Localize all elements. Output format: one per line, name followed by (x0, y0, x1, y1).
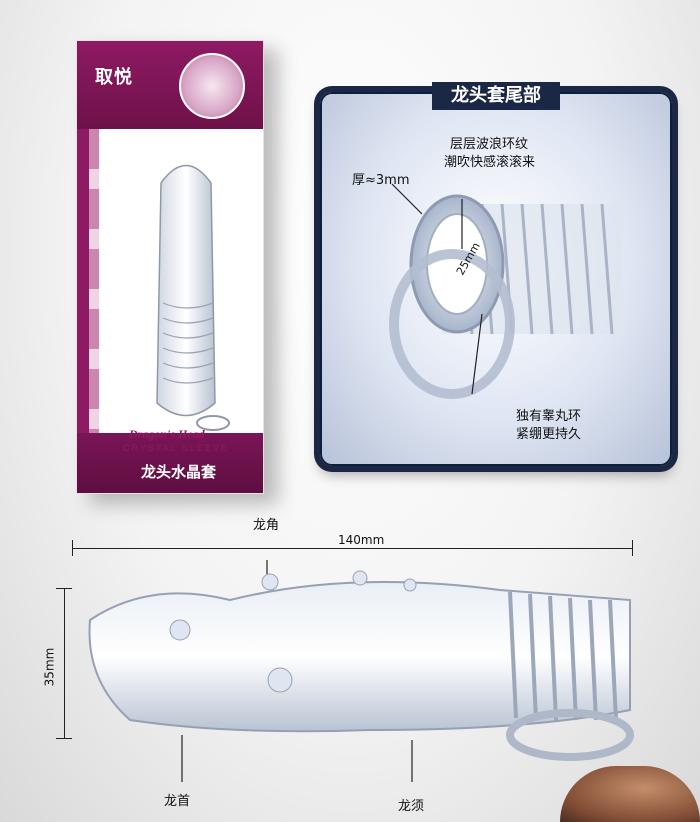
brand-logo: 取悦 (95, 67, 133, 87)
wave-note-line1: 层层波浪环纹 (450, 137, 529, 152)
length-tick-left (72, 540, 73, 556)
inset-title: 龙头套尾部 (432, 82, 560, 110)
width-dimension-line (64, 588, 65, 738)
sleeve-end-image (389, 183, 622, 399)
width-tick-top (56, 588, 72, 589)
width-tick-bottom (56, 738, 72, 739)
whisker-label: 龙须 (398, 799, 425, 814)
ring-note-line2: 紧绷更持久 (516, 427, 582, 442)
head-label: 龙首 (164, 794, 191, 809)
ring-note-line1: 独有睾丸环 (516, 409, 582, 424)
sleeve-side-image (88, 560, 634, 782)
box-side-strip (77, 129, 89, 489)
length-label: 140mm (338, 533, 385, 547)
package-english-subtitle: CRYSTAL SLEEVE (123, 443, 229, 453)
box-side-pattern (89, 129, 99, 489)
product-box: 取悦 Dragon's Head CRYSTAL SLEEVE 龙头水晶套 (76, 40, 264, 494)
width-label: 35mm (42, 647, 57, 687)
horn-label: 龙角 (253, 518, 280, 533)
thickness-label: 厚≈3mm (352, 173, 410, 188)
length-tick-right (632, 540, 633, 556)
length-dimension-line (72, 548, 632, 549)
package-english-title: Dragon's Head (129, 427, 205, 441)
package-chinese-title: 龙头水晶套 (141, 463, 217, 481)
box-footer (77, 433, 263, 493)
wave-note-line2: 潮吹快感滚滚来 (444, 155, 536, 170)
package-product-image (156, 164, 230, 431)
dragon-emblem-icon (179, 53, 245, 119)
